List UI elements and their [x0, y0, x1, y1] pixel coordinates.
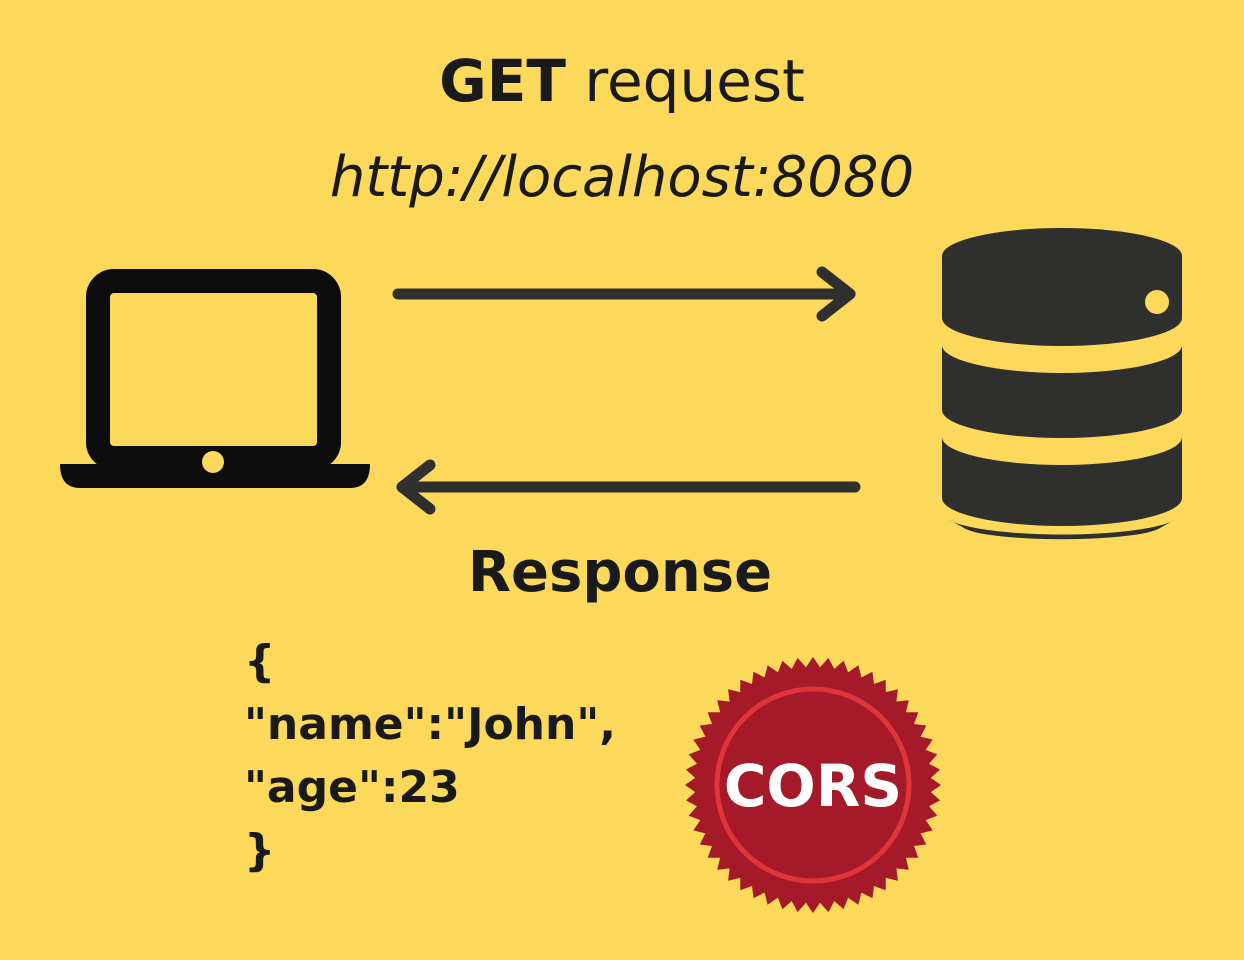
json-line: { — [244, 636, 276, 687]
request-word: request — [584, 47, 805, 115]
request-url: http://localhost:8080 — [329, 145, 915, 210]
badge-label: CORS — [724, 752, 902, 820]
arrow-left-icon — [396, 459, 861, 515]
seal-badge-icon: CORS — [685, 657, 941, 913]
json-line: } — [244, 825, 276, 876]
json-line: "name":"John", — [244, 699, 616, 750]
arrow-right-icon — [392, 266, 856, 322]
database-icon — [942, 228, 1182, 540]
request-method: GET — [439, 47, 566, 115]
json-line: "age":23 — [244, 762, 460, 813]
laptop-icon — [60, 269, 370, 488]
json-body: { "name":"John", "age":23 } — [244, 640, 616, 892]
request-title: GET request — [0, 52, 1244, 110]
response-heading: Response — [467, 540, 773, 605]
